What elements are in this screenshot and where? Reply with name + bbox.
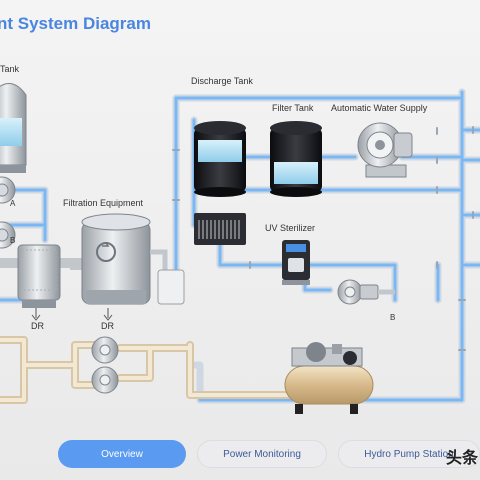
uv-sterilizer[interactable] <box>282 240 310 285</box>
air-compressor[interactable] <box>284 342 374 414</box>
bottom-tab-bar: Overview Power Monitoring Hydro Pump Sta… <box>0 440 480 470</box>
air-pump-lower[interactable] <box>91 366 119 394</box>
page-title: nt System Diagram <box>0 14 151 33</box>
left-filter-unit <box>0 244 70 321</box>
automatic-water-supply-pump[interactable] <box>357 122 413 178</box>
tab-hydro-pump-station[interactable]: Hydro Pump Station <box>338 440 480 468</box>
drain-label-left: DR <box>31 321 44 331</box>
tab-power-monitoring[interactable]: Power Monitoring <box>197 440 327 468</box>
tank-label: Tank <box>0 64 20 74</box>
watermark: 头条 <box>446 448 479 467</box>
filtration-equipment-label: Filtration Equipment <box>63 198 144 208</box>
drain-label-right: DR <box>101 321 114 331</box>
discharge-tank-label: Discharge Tank <box>191 76 253 86</box>
air-pipes <box>0 336 294 404</box>
left-tank <box>0 83 27 173</box>
control-cabinet[interactable] <box>194 213 246 245</box>
filtration-equipment[interactable] <box>70 213 185 321</box>
pump-b[interactable] <box>0 221 16 249</box>
air-pump-upper[interactable] <box>91 336 119 364</box>
outlet-b-label: B <box>390 313 396 322</box>
pump-a[interactable] <box>0 176 16 204</box>
pump-b-outlet[interactable] <box>337 279 395 305</box>
filter-tank-label: Filter Tank <box>272 103 314 113</box>
pump-b-label: B <box>10 236 16 245</box>
uv-sterilizer-label: UV Sterilizer <box>265 223 316 233</box>
filter-tank[interactable] <box>270 121 322 197</box>
discharge-tank[interactable] <box>194 121 246 197</box>
auto-water-supply-label: Automatic Water Supply <box>331 103 428 113</box>
tab-overview[interactable]: Overview <box>58 440 186 468</box>
water-pipes <box>0 88 480 404</box>
pump-a-label: A <box>10 199 16 208</box>
